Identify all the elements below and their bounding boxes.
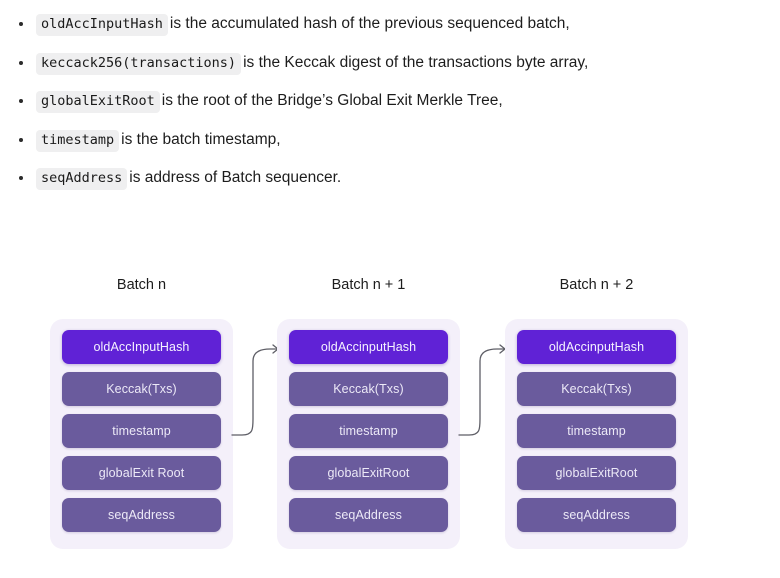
row-label: Keccak(Txs) xyxy=(333,381,404,396)
batch-2-row-oldaccinputhash: oldAccinputHash xyxy=(289,330,448,364)
batch-3-row-timestamp: timestamp xyxy=(517,414,676,448)
list-item-text: is address of Batch sequencer. xyxy=(129,169,342,186)
batch-3-row-globalexitroot: globalExitRoot xyxy=(517,456,676,490)
row-label: Keccak(Txs) xyxy=(561,381,632,396)
list-item: keccack256(transactions)is the Keccak di… xyxy=(14,52,754,75)
batch-2-row-timestamp: timestamp xyxy=(289,414,448,448)
row-label: seqAddress xyxy=(562,507,630,522)
code-chip: globalExitRoot xyxy=(36,91,160,113)
batch-3-row-keccak: Keccak(Txs) xyxy=(517,372,676,406)
batch-card-1: oldAccInputHash Keccak(Txs) timestamp gl… xyxy=(50,319,233,549)
code-chip: timestamp xyxy=(36,129,120,152)
code-chip: seqAddress xyxy=(36,168,128,190)
batch-title-1: Batch n xyxy=(116,277,167,293)
row-label: seqAddress xyxy=(334,507,402,522)
row-label: timestamp xyxy=(112,423,171,438)
row-label: oldAccinputHash xyxy=(548,339,645,354)
row-label: timestamp xyxy=(339,423,398,438)
batch-2-row-keccak: Keccak(Txs) xyxy=(289,372,448,406)
batch-card-3: oldAccinputHash Keccak(Txs) timestamp gl… xyxy=(505,319,688,549)
batch-1-row-keccak: Keccak(Txs) xyxy=(62,372,221,406)
batch-title-2: Batch n + 1 xyxy=(331,277,406,293)
batch-chain-diagram: Batch n oldAccInputHash Keccak(Txs) time… xyxy=(0,262,780,562)
batch-1-row-timestamp: timestamp xyxy=(62,414,221,448)
list-item-text: is the root of the Bridge’s Global Exit … xyxy=(161,92,503,109)
batch-1-row-seqaddress: seqAddress xyxy=(62,498,221,532)
batch-3-row-seqaddress: seqAddress xyxy=(517,498,676,532)
list-item-text: is the batch timestamp, xyxy=(121,130,281,148)
list-item-text: is the accumulated hash of the previous … xyxy=(169,15,570,32)
code-chip: keccack256(transactions) xyxy=(36,52,242,75)
batch-title-3: Batch n + 2 xyxy=(559,277,634,293)
row-label: oldAccInputHash xyxy=(93,339,190,354)
row-label: oldAccinputHash xyxy=(320,339,417,354)
list-item-text: is the Keccak digest of the transactions… xyxy=(243,53,589,71)
row-label: globalExit Root xyxy=(98,465,185,480)
row-label: seqAddress xyxy=(107,507,175,522)
row-label: timestamp xyxy=(567,423,626,438)
batch-2-row-seqaddress: seqAddress xyxy=(289,498,448,532)
batch-card-2: oldAccinputHash Keccak(Txs) timestamp gl… xyxy=(277,319,460,549)
batch-1-row-globalexitroot: globalExit Root xyxy=(62,456,221,490)
batch-2-row-globalexitroot: globalExitRoot xyxy=(289,456,448,490)
row-label: Keccak(Txs) xyxy=(106,381,177,396)
batch-1-row-oldaccinputhash: oldAccInputHash xyxy=(62,330,221,364)
row-label: globalExitRoot xyxy=(555,465,638,480)
row-label: globalExitRoot xyxy=(327,465,410,480)
batch-3-row-oldaccinputhash: oldAccinputHash xyxy=(517,330,676,364)
code-chip: oldAccInputHash xyxy=(36,14,168,36)
